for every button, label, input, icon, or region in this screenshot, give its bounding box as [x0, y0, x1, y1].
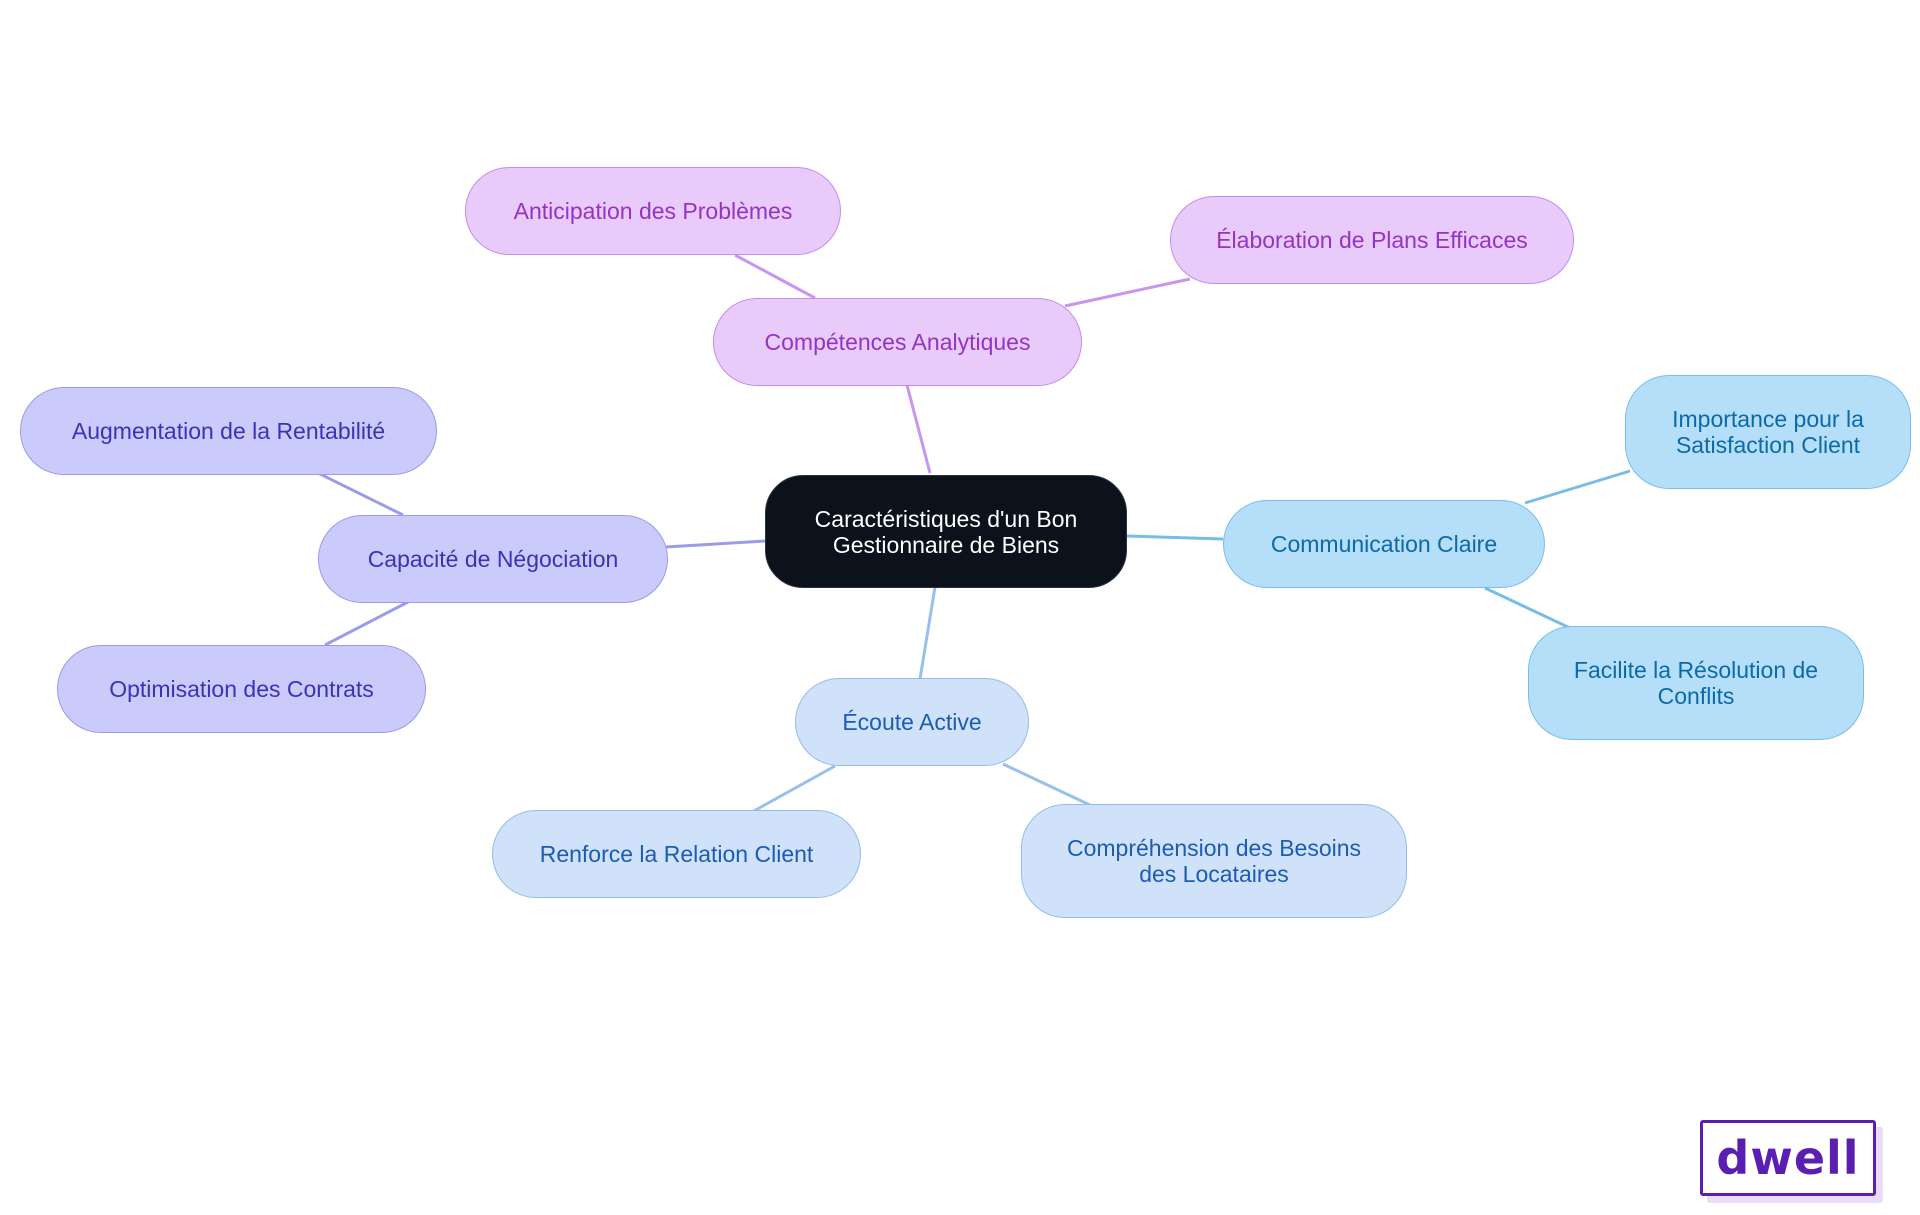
edge-root-ecoute: [918, 586, 937, 680]
leaf-comprehension-besoins[interactable]: Compréhension des Besoins des Locataires: [1021, 804, 1407, 918]
branch-label: Capacité de Négociation: [367, 546, 619, 572]
leaf-elaboration-plans[interactable]: Élaboration de Plans Efficaces: [1170, 196, 1574, 284]
edge-communication-importance: [1524, 469, 1631, 505]
edge-competences-elaboration: [1064, 277, 1191, 308]
edge-ecoute-renforce: [751, 764, 836, 814]
leaf-importance-satisfaction[interactable]: Importance pour la Satisfaction Client: [1625, 375, 1911, 489]
edge-root-communication: [1126, 534, 1224, 541]
leaf-label: Anticipation des Problèmes: [513, 198, 793, 224]
leaf-label: Renforce la Relation Client: [539, 841, 814, 867]
branch-capacite-negociation[interactable]: Capacité de Négociation: [318, 515, 668, 603]
logo-text: dwell: [1716, 1131, 1860, 1185]
leaf-renforce-relation[interactable]: Renforce la Relation Client: [492, 810, 861, 898]
branch-communication-claire[interactable]: Communication Claire: [1223, 500, 1545, 588]
branch-ecoute-active[interactable]: Écoute Active: [795, 678, 1029, 766]
leaf-label: Importance pour la Satisfaction Client: [1672, 406, 1864, 458]
dwell-logo: dwell: [1700, 1120, 1876, 1196]
leaf-optimisation-contrats[interactable]: Optimisation des Contrats: [57, 645, 426, 733]
leaf-facilite-resolution[interactable]: Facilite la Résolution de Conflits: [1528, 626, 1864, 740]
leaf-label: Augmentation de la Rentabilité: [71, 418, 386, 444]
edge-ecoute-comprehension: [1002, 762, 1093, 808]
leaf-label: Optimisation des Contrats: [109, 676, 374, 702]
branch-label: Écoute Active: [842, 709, 982, 735]
branch-label: Compétences Analytiques: [764, 329, 1031, 355]
edge-negociation-augmentation: [317, 471, 404, 517]
edge-root-negociation: [665, 539, 766, 549]
edge-communication-facilite: [1484, 586, 1571, 630]
leaf-label: Élaboration de Plans Efficaces: [1216, 227, 1528, 253]
leaf-augmentation-rentabilite[interactable]: Augmentation de la Rentabilité: [20, 387, 437, 475]
branch-competences-analytiques[interactable]: Compétences Analytiques: [713, 298, 1082, 386]
leaf-label: Compréhension des Besoins des Locataires: [1066, 835, 1362, 887]
edge-root-competences: [905, 384, 932, 474]
leaf-label: Facilite la Résolution de Conflits: [1573, 657, 1819, 709]
root-label: Caractéristiques d'un Bon Gestionnaire d…: [814, 505, 1078, 558]
root-node[interactable]: Caractéristiques d'un Bon Gestionnaire d…: [765, 475, 1127, 588]
edge-competences-anticipation: [734, 253, 816, 300]
edge-negociation-optimisation: [324, 600, 409, 647]
leaf-anticipation-problemes[interactable]: Anticipation des Problèmes: [465, 167, 841, 255]
branch-label: Communication Claire: [1270, 531, 1498, 557]
